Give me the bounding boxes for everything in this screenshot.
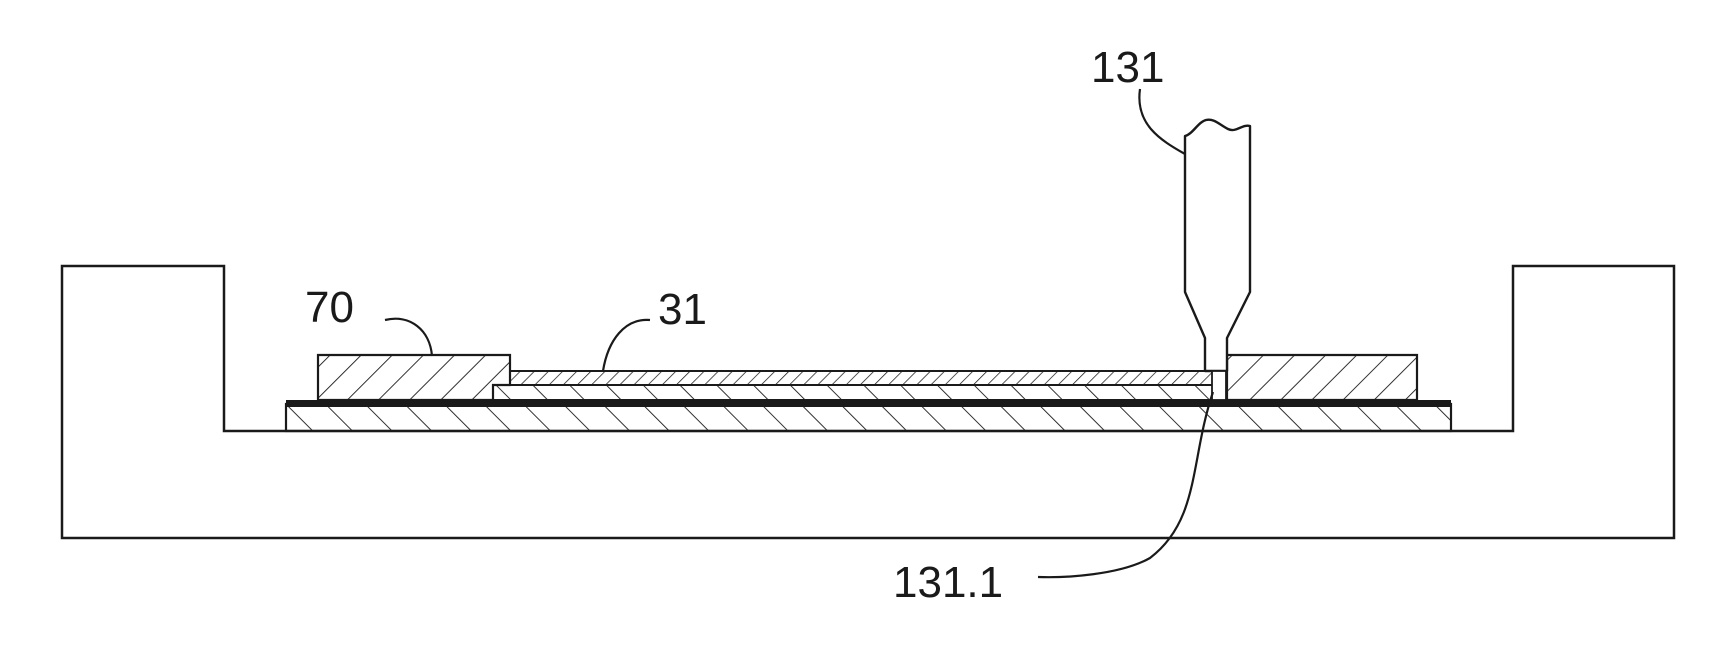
- leader-31: [603, 320, 650, 371]
- base-substrate: [286, 404, 1451, 431]
- thin-layer: [510, 371, 1217, 385]
- tool-tip-contact: [1212, 371, 1226, 400]
- right-pad: [1227, 355, 1417, 400]
- tool-body: [1185, 120, 1250, 371]
- label-131-1: 131.1: [893, 558, 1003, 607]
- middle-layer: [493, 385, 1227, 400]
- label-131: 131: [1091, 43, 1164, 92]
- left-pad: [318, 355, 510, 400]
- leader-70: [385, 319, 432, 356]
- leader-131: [1139, 89, 1185, 154]
- label-70: 70: [305, 283, 354, 332]
- label-31: 31: [658, 285, 707, 334]
